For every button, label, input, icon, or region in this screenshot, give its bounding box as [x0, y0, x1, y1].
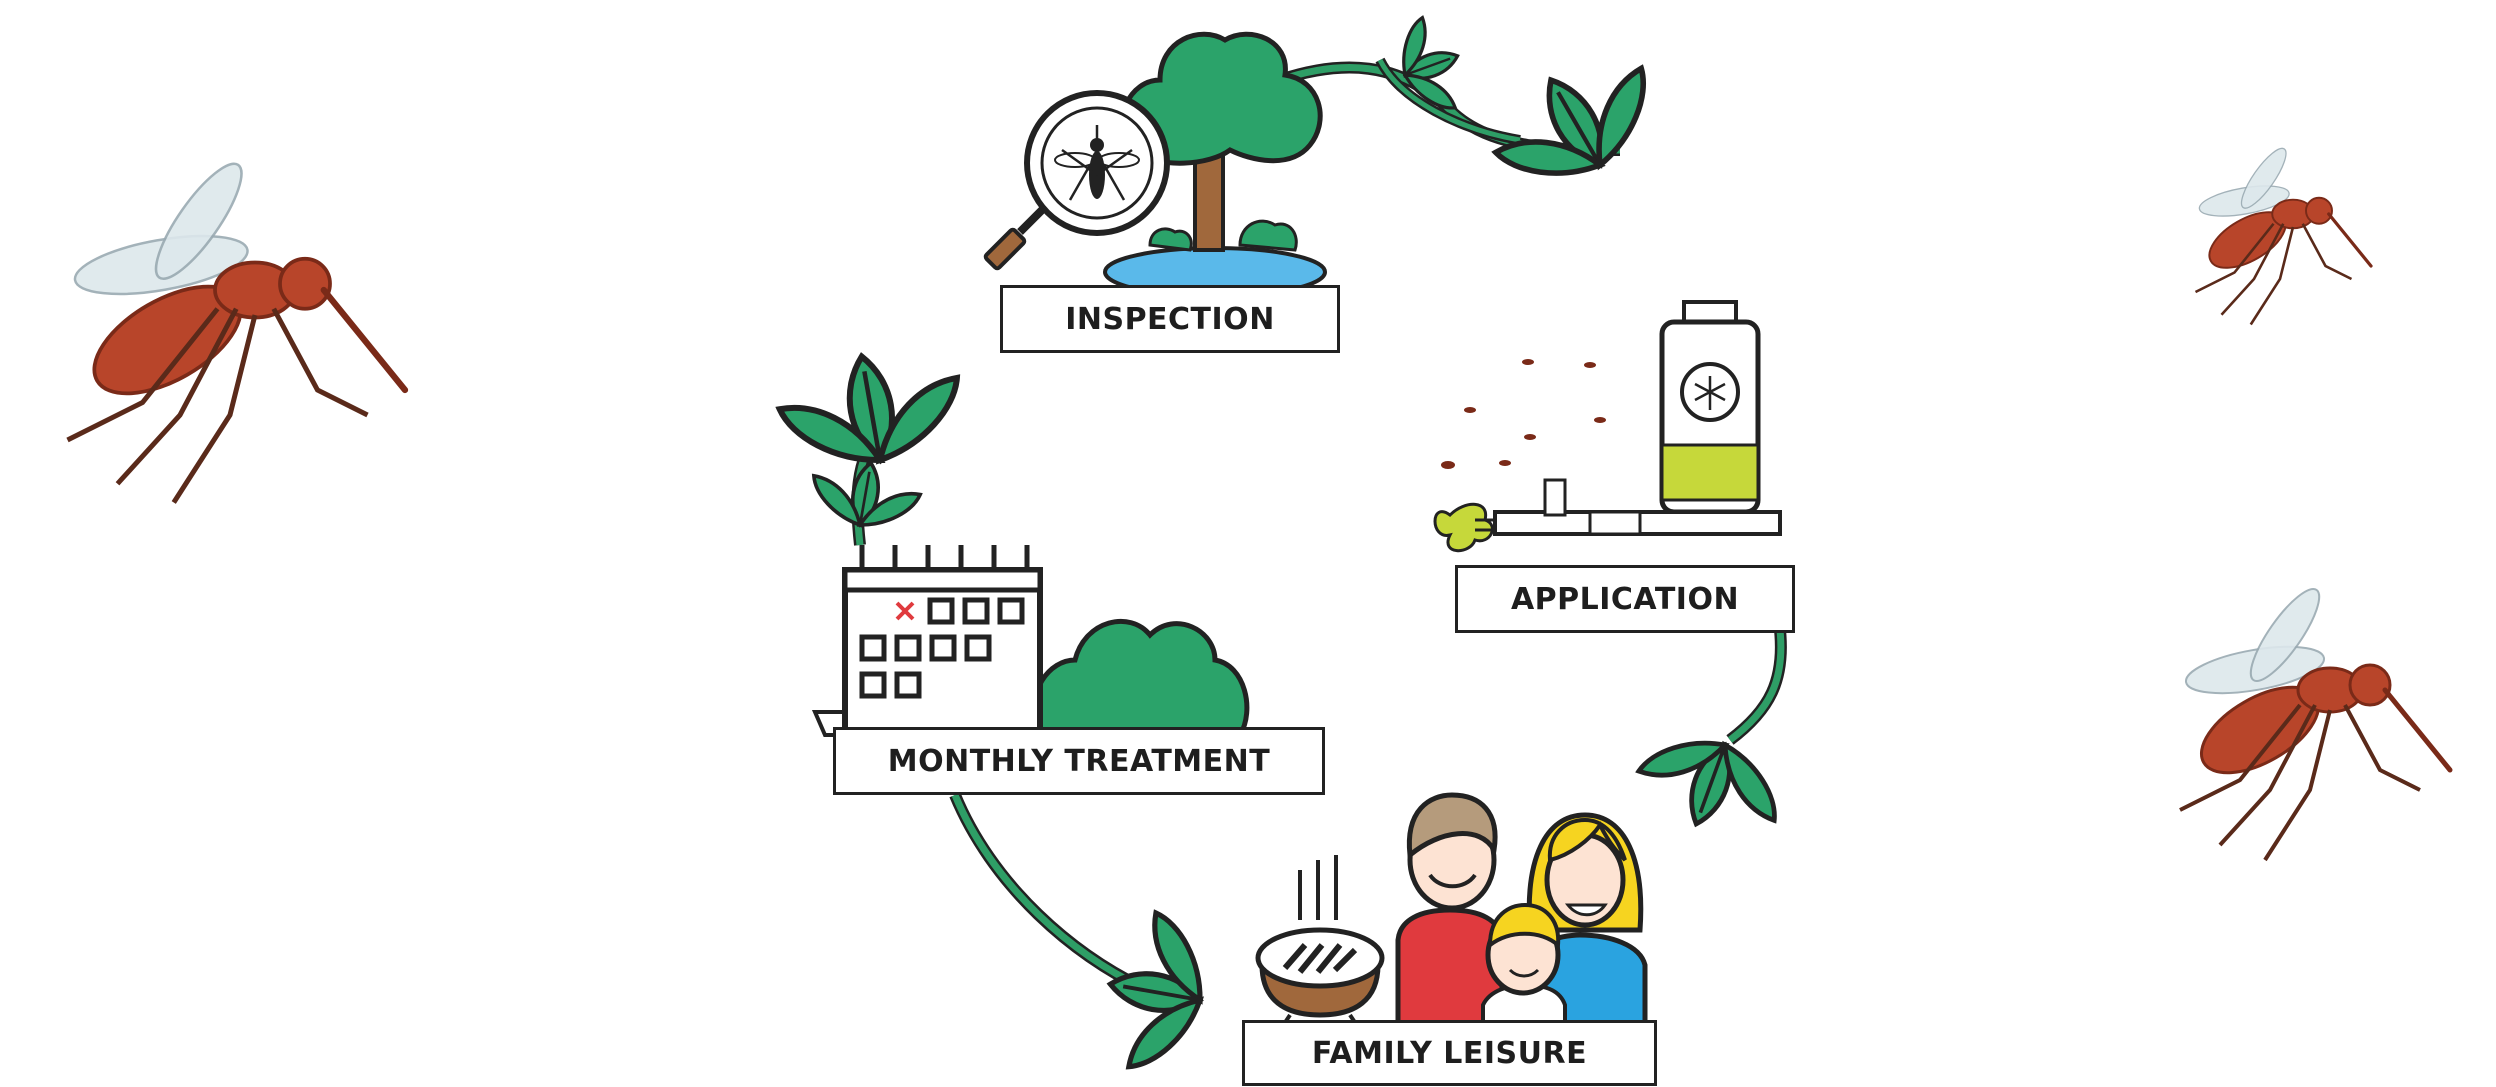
magnifier-tree-icon: [983, 31, 1327, 298]
leaf-cluster-top-right: [1478, 38, 1672, 207]
step-label-text: MONTHLY TREATMENT: [887, 743, 1271, 779]
calendar-bush-icon: [811, 545, 1250, 738]
mosquito-right-small: [2193, 141, 2373, 327]
step-label-application: APPLICATION: [1455, 565, 1795, 633]
mosquito-left-large: [68, 153, 406, 502]
step-label-monthly-treatment: MONTHLY TREATMENT: [833, 727, 1325, 795]
step-label-text: APPLICATION: [1510, 581, 1740, 617]
vine-bottom-left: [949, 792, 1173, 1006]
step-label-family-leisure: FAMILY LEISURE: [1242, 1020, 1657, 1086]
leaf-cluster-right: [1629, 720, 1793, 848]
step-label-text: FAMILY LEISURE: [1311, 1035, 1588, 1071]
leaf-cluster-bottom: [1097, 907, 1214, 1076]
mosquito-right-large: [2180, 581, 2450, 860]
step-label-text: INSPECTION: [1065, 301, 1275, 337]
family-grill-icon: [1255, 792, 1648, 1033]
step-label-inspection: INSPECTION: [1000, 285, 1340, 353]
leaf-cluster-left: [773, 341, 968, 537]
fogger-sprayer-icon: [1433, 300, 1782, 553]
